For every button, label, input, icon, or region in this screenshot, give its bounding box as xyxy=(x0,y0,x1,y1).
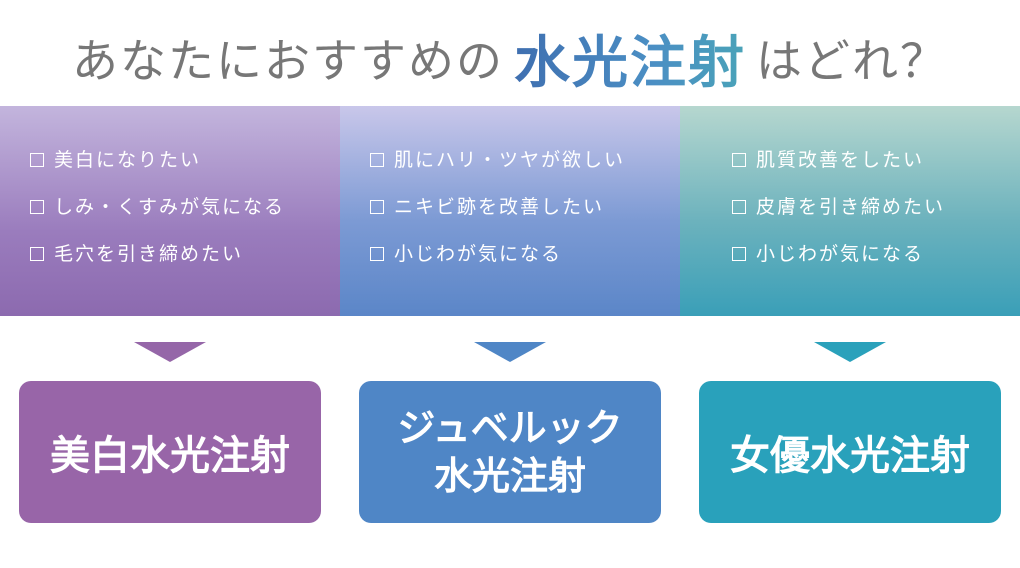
panel-actress: 肌質改善をしたい 皮膚を引き締めたい 小じわが気になる xyxy=(680,106,1020,316)
checkbox-icon xyxy=(30,153,44,167)
card-label-line2: 水光注射 xyxy=(433,453,586,498)
checkbox-icon xyxy=(732,153,746,167)
checkbox-icon xyxy=(370,200,384,214)
checklist-item: しみ・くすみが気になる xyxy=(30,195,285,242)
checklist-item: 肌にハリ・ツヤが欲しい xyxy=(370,148,625,195)
checkbox-icon xyxy=(30,200,44,214)
checklist-item-label: 毛穴を引き締めたい xyxy=(54,243,244,265)
checklist-item: 毛穴を引き締めたい xyxy=(30,242,285,289)
checklist-item-label: 皮膚を引き締めたい xyxy=(756,196,946,218)
checkbox-icon xyxy=(370,153,384,167)
checklist-item: 小じわが気になる xyxy=(370,242,625,289)
page-title: あなたにおすすめの 水光注射 はどれ？ xyxy=(0,18,1020,98)
checklist-item-label: 小じわが気になる xyxy=(756,243,925,265)
panel-juvelook: 肌にハリ・ツヤが欲しい ニキビ跡を改善したい 小じわが気になる xyxy=(340,106,680,316)
checkbox-icon xyxy=(732,200,746,214)
checklist-item: 小じわが気になる xyxy=(732,242,945,289)
card-label: 女優水光注射 xyxy=(730,432,970,479)
checkbox-icon xyxy=(30,247,44,261)
checklist: 肌質改善をしたい 皮膚を引き締めたい 小じわが気になる xyxy=(732,148,945,289)
checklist: 美白になりたい しみ・くすみが気になる 毛穴を引き締めたい xyxy=(30,148,285,289)
checklist-item-label: 美白になりたい xyxy=(54,149,202,171)
panel-whitening: 美白になりたい しみ・くすみが気になる 毛穴を引き締めたい xyxy=(0,106,340,316)
checkbox-icon xyxy=(732,247,746,261)
title-suffix: はどれ？ xyxy=(756,34,948,88)
title-highlight: 水光注射 xyxy=(514,18,746,99)
checklist: 肌にハリ・ツヤが欲しい ニキビ跡を改善したい 小じわが気になる xyxy=(370,148,625,289)
checkbox-icon xyxy=(370,247,384,261)
checklist-item: 美白になりたい xyxy=(30,148,285,195)
checklist-item: ニキビ跡を改善したい xyxy=(370,195,625,242)
card-label-line1: ジュベルック xyxy=(397,405,623,450)
checklist-item-label: しみ・くすみが気になる xyxy=(54,196,286,218)
concern-panels: 美白になりたい しみ・くすみが気になる 毛穴を引き締めたい 肌にハリ・ツヤが欲し… xyxy=(0,106,1020,316)
checklist-item-label: 小じわが気になる xyxy=(394,243,563,265)
checklist-item-label: 肌質改善をしたい xyxy=(756,149,925,171)
checklist-item-label: 肌にハリ・ツヤが欲しい xyxy=(394,149,626,171)
arrow-down-icon xyxy=(474,342,546,362)
result-card-actress[interactable]: 女優水光注射 xyxy=(699,381,1001,523)
arrow-down-icon xyxy=(134,342,206,362)
arrow-down-icon xyxy=(814,342,886,362)
checklist-item-label: ニキビ跡を改善したい xyxy=(394,196,605,218)
card-label: 美白水光注射 xyxy=(50,432,290,479)
result-card-whitening[interactable]: 美白水光注射 xyxy=(19,381,321,523)
checklist-item: 肌質改善をしたい xyxy=(732,148,945,195)
title-prefix: あなたにおすすめの xyxy=(72,34,504,88)
checklist-item: 皮膚を引き締めたい xyxy=(732,195,945,242)
result-card-juvelook[interactable]: ジュベルック 水光注射 xyxy=(359,381,661,523)
